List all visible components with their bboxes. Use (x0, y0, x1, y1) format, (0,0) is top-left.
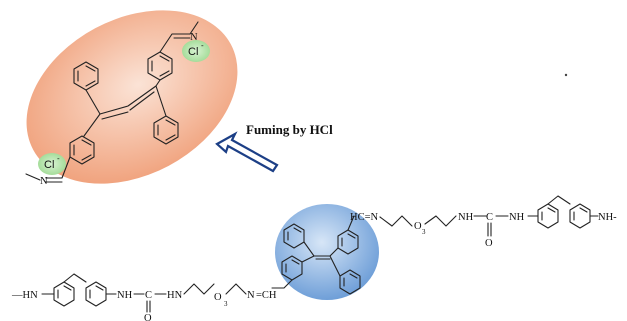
imine-nitrogen: N (40, 176, 48, 187)
chloride-halo (182, 40, 210, 62)
protonated-tpe-group: N N Cl - Cl - (25, 10, 238, 187)
terminal-hn: —HN (11, 290, 38, 301)
arrow-label: Fuming by HCl (246, 122, 333, 137)
urea-carbon: C (145, 290, 152, 301)
imine-nitrogen: N (190, 32, 198, 43)
urea-hn: HN (167, 290, 183, 301)
urea-carbon: C (486, 212, 493, 223)
urea-oxygen: O (485, 238, 493, 249)
phenyl-ring (85, 281, 107, 307)
chloride-label: Cl (188, 46, 198, 58)
chloride-halo (38, 153, 66, 175)
alkene-backbone (83, 79, 167, 137)
imine-group: HC=N (350, 212, 379, 223)
phenyl-ring (69, 135, 95, 165)
hollow-arrow-up-left-icon (215, 131, 279, 173)
ether-oxygen: O (414, 221, 422, 232)
urea-oxygen: O (144, 313, 152, 321)
phenyl-ring (569, 203, 591, 229)
terminal-nh: NH- (598, 212, 617, 223)
stray-dot (564, 73, 568, 77)
repeat-count: 3 (422, 228, 426, 236)
phenyl-ring (153, 115, 179, 145)
imine-nitrogen: N (247, 290, 255, 301)
phenyl-ring (53, 281, 75, 307)
polymer-chain: HC=N O 3 NH C O NH NH- —HN NH C O HN (11, 195, 617, 321)
phenyl-ring (283, 223, 305, 249)
repeat-count: 3 (224, 300, 228, 308)
imine-group: =CH (256, 290, 277, 301)
chloride-charge: - (57, 154, 60, 163)
phenyl-ring (337, 229, 359, 255)
chloride-charge: - (201, 41, 204, 50)
urea-nh: NH (117, 290, 133, 301)
urea-nh: NH (509, 212, 525, 223)
chloride-label: Cl (44, 159, 54, 171)
ether-oxygen: O (214, 292, 222, 303)
phenyl-ring (537, 203, 559, 229)
urea-nh: NH (458, 212, 474, 223)
